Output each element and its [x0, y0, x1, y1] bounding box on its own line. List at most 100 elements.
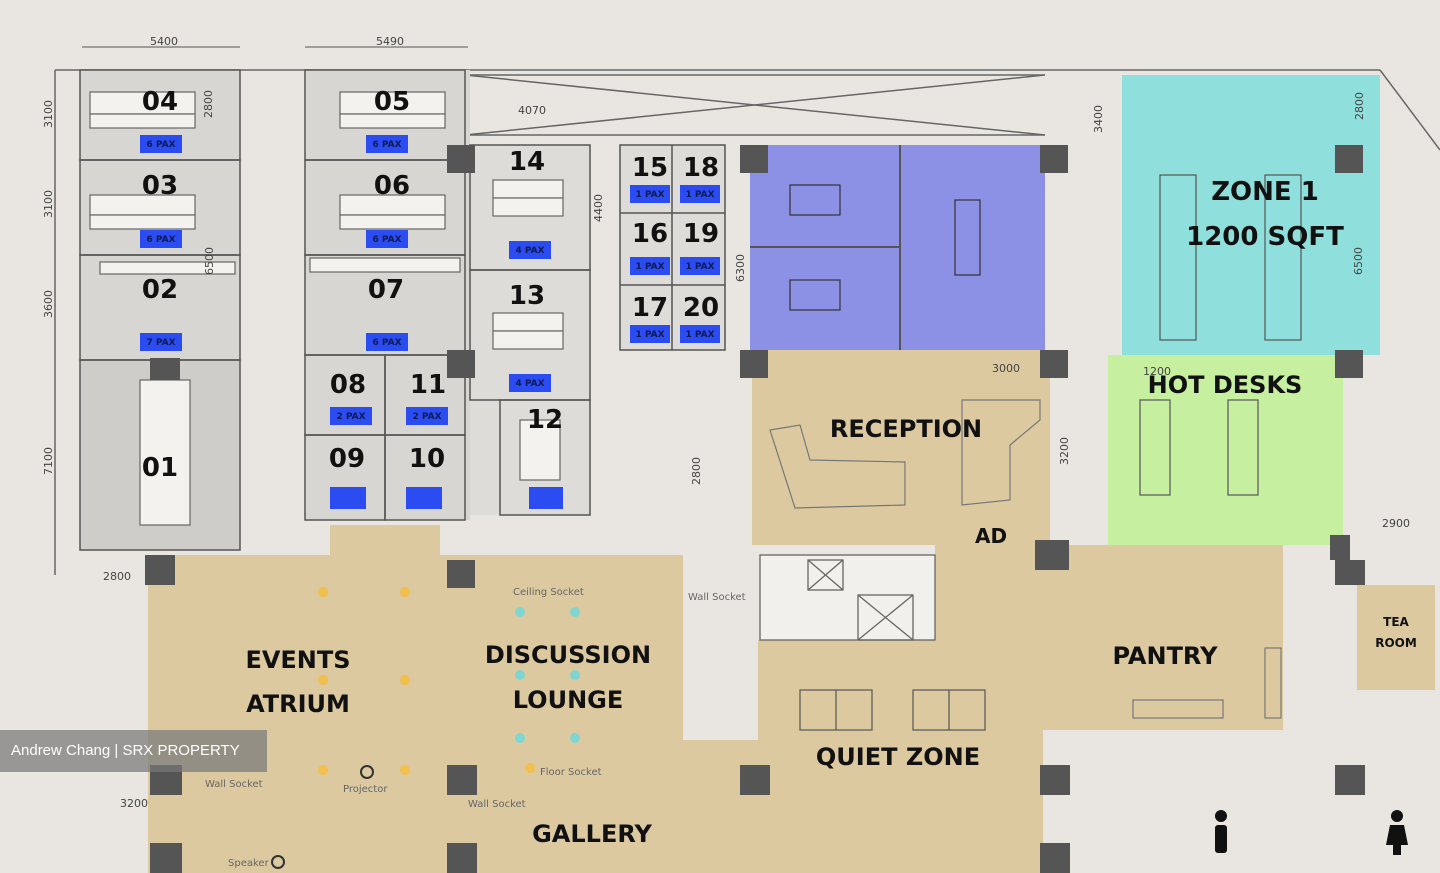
office-number: 19	[683, 219, 719, 249]
lower-zones	[148, 525, 1435, 873]
projector-icon	[360, 765, 374, 779]
dim-label: 3000	[992, 362, 1020, 375]
office-number: 12	[527, 405, 563, 435]
furniture	[89, 91, 564, 526]
floor-socket-label: Floor Socket	[540, 767, 602, 778]
hot-desks-furniture	[1139, 399, 1259, 496]
annotations: Ceiling Socket Floor Socket Wall Socket …	[205, 524, 1007, 869]
quiet-zone-title: QUIET ZONE	[816, 743, 980, 771]
dim-label: 5400	[150, 35, 178, 48]
ceiling-socket-icon	[515, 607, 580, 743]
pantry-counter	[1132, 647, 1282, 719]
pax-label: 7 PAX	[146, 338, 175, 348]
pax-badge	[680, 185, 720, 203]
dim-label: 2900	[1382, 517, 1410, 530]
zone1-size: 1200 SQFT	[1186, 222, 1344, 252]
dim-label: 4400	[592, 194, 605, 222]
quiet-zone-tables	[799, 689, 986, 731]
zone1-desks	[1159, 174, 1302, 341]
office-number: 02	[142, 275, 178, 305]
pax-badge	[630, 185, 670, 203]
outer-walls	[54, 69, 1440, 575]
reception-furniture	[769, 399, 1041, 509]
dim-label: 3200	[120, 797, 148, 810]
pax-label: 2 PAX	[336, 412, 365, 422]
tea-room-title: TEA	[1383, 615, 1409, 629]
office-number: 16	[632, 219, 668, 249]
pax-label: 1 PAX	[635, 190, 664, 200]
dim-label: 6500	[1352, 247, 1365, 275]
pax-badge	[366, 333, 408, 351]
zone1-area	[1122, 75, 1380, 355]
hot-desks-area	[1108, 355, 1343, 545]
office-number: 07	[368, 275, 404, 305]
reception-title: RECEPTION	[830, 415, 982, 443]
speaker-label: Speaker	[228, 858, 270, 869]
office-number: 06	[374, 171, 410, 201]
pax-label: 6 PAX	[146, 140, 175, 150]
pax-badge	[509, 374, 551, 392]
dim-label: 7100	[42, 447, 55, 475]
dim-label: 5490	[376, 35, 404, 48]
pax-badge	[680, 257, 720, 275]
office-number: 15	[632, 153, 668, 183]
pax-badge	[366, 230, 408, 248]
dim-label: 1200	[1143, 365, 1171, 378]
watermark: Andrew Chang | SRX PROPERTY	[0, 730, 267, 772]
office-number: 05	[374, 87, 410, 117]
pax-label: 6 PAX	[372, 235, 401, 245]
speaker-icon	[271, 855, 285, 869]
pax-badge	[330, 487, 366, 509]
ceiling-socket-label: Ceiling Socket	[513, 587, 584, 598]
wall-socket-label: Wall Socket	[468, 799, 526, 810]
socket-icon	[318, 587, 535, 775]
office-number: 09	[329, 444, 365, 474]
events-atrium-title: EVENTS	[245, 646, 350, 674]
pax-badge	[140, 333, 182, 351]
dim-label: 6300	[734, 254, 747, 282]
dim-label: 2800	[690, 457, 703, 485]
toilet-male-icon	[1215, 810, 1227, 853]
office-number: 17	[632, 293, 668, 323]
pax-badge	[366, 135, 408, 153]
pax-label: 4 PAX	[515, 379, 544, 389]
zone-labels: EVENTS ATRIUM DISCUSSION LOUNGE GALLERY …	[245, 177, 1416, 848]
office-number: 13	[509, 281, 545, 311]
dim-label: 2800	[1353, 92, 1366, 120]
dim-label: 3400	[1092, 105, 1105, 133]
tea-room-title: ROOM	[1375, 636, 1417, 650]
dim-label: 3600	[42, 290, 55, 318]
discussion-lounge-title: DISCUSSION	[485, 641, 651, 669]
wall-socket-label: Wall Socket	[205, 779, 263, 790]
dim-label: 6500	[203, 247, 216, 275]
dim-label: 2800	[202, 90, 215, 118]
pax-badge	[680, 325, 720, 343]
pax-label: 6 PAX	[146, 235, 175, 245]
meeting-rooms	[750, 145, 1045, 350]
pax-badge	[630, 325, 670, 343]
pax-badge	[509, 241, 551, 259]
pax-label: 6 PAX	[372, 140, 401, 150]
office-number: 04	[142, 87, 178, 117]
dimension-labels: 5400 5490 4070 3100 2800 3100 3600 6500 …	[42, 35, 1410, 810]
dim-label: 4070	[518, 104, 546, 117]
pax-label: 1 PAX	[635, 262, 664, 272]
dim-label: 2800	[103, 570, 131, 583]
toilet-female-icon	[1386, 810, 1408, 855]
dim-label: 3100	[42, 190, 55, 218]
pax-badge	[330, 407, 372, 425]
pax-badge	[406, 487, 442, 509]
pax-label: 1 PAX	[685, 262, 714, 272]
ad-label: AD	[975, 524, 1007, 548]
dim-label: 3100	[42, 100, 55, 128]
office-number: 20	[683, 293, 719, 323]
pax-label: 2 PAX	[412, 412, 441, 422]
pax-label: 1 PAX	[685, 330, 714, 340]
office-number: 10	[409, 444, 445, 474]
pax-badge	[140, 230, 182, 248]
reception-area	[752, 350, 1050, 545]
pax-badge	[140, 135, 182, 153]
pax-badge	[406, 407, 448, 425]
